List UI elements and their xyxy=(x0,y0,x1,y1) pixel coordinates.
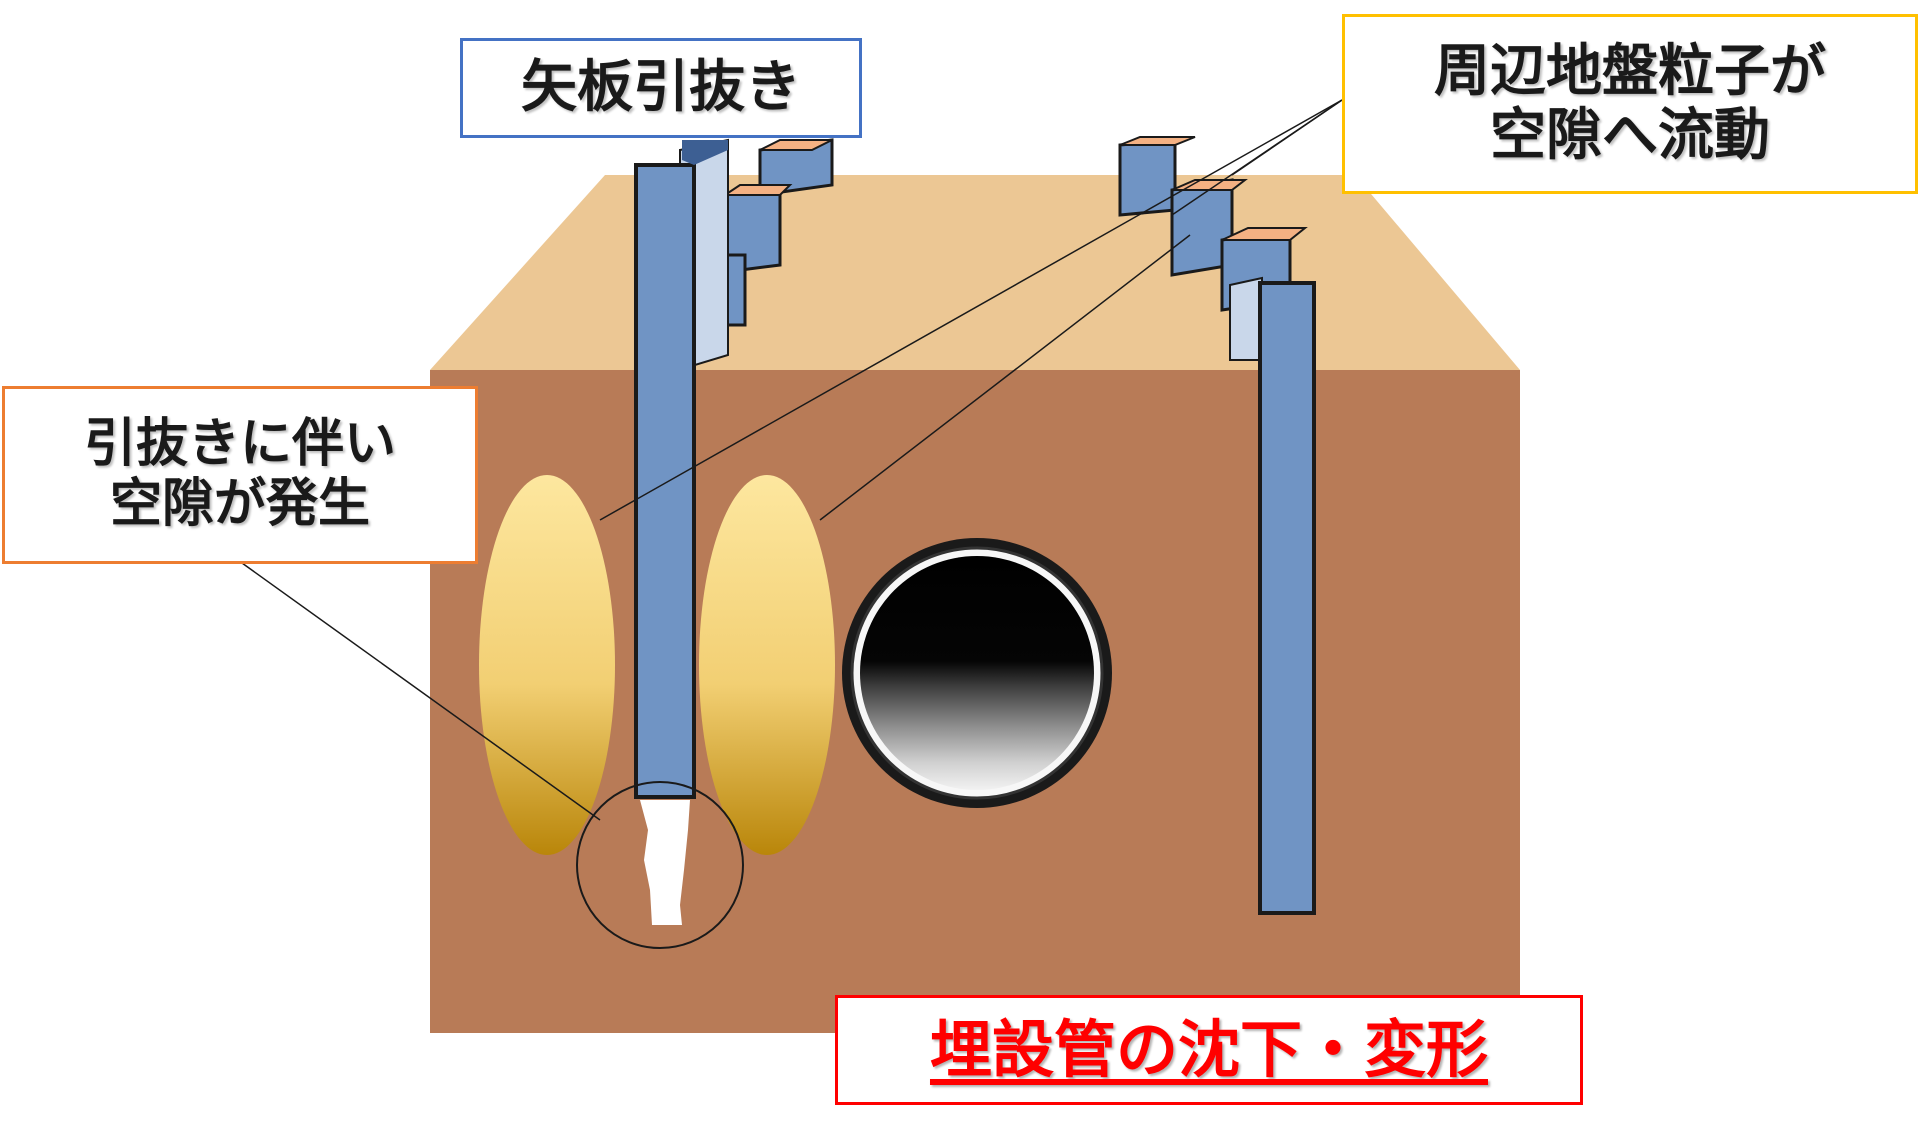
soil-flow-line1: 周辺地盤粒子が xyxy=(1434,38,1826,104)
buried-pipe-icon xyxy=(842,538,1112,808)
sheet-pile-extraction-label: 矢板引抜き xyxy=(460,38,862,138)
callout-line-icon xyxy=(241,99,1343,821)
soil-flow-line2: 空隙へ流動 xyxy=(1490,103,1770,168)
sheet-pile-icon xyxy=(1118,136,1316,915)
extraction-void-trace xyxy=(640,800,690,925)
void-generation-label: 引抜きに伴い 空隙が発生 xyxy=(2,386,478,564)
pipe-settlement-label: 埋設管の沈下・変形 xyxy=(835,995,1583,1105)
void-highlight-circle xyxy=(576,781,744,949)
void-line2: 空隙が発生 xyxy=(109,474,370,534)
void-zone-icon xyxy=(479,475,615,855)
soil-flow-label: 周辺地盤粒子が 空隙へ流動 xyxy=(1342,14,1918,194)
void-line1: 引抜きに伴い xyxy=(83,414,396,475)
void-zone-icon xyxy=(699,475,835,855)
settlement-text: 埋設管の沈下・変形 xyxy=(929,1013,1488,1087)
ground-top-surface xyxy=(430,175,1520,370)
sheet-pile-extraction-text: 矢板引抜き xyxy=(521,54,801,120)
sheet-pile-icon xyxy=(634,138,729,799)
